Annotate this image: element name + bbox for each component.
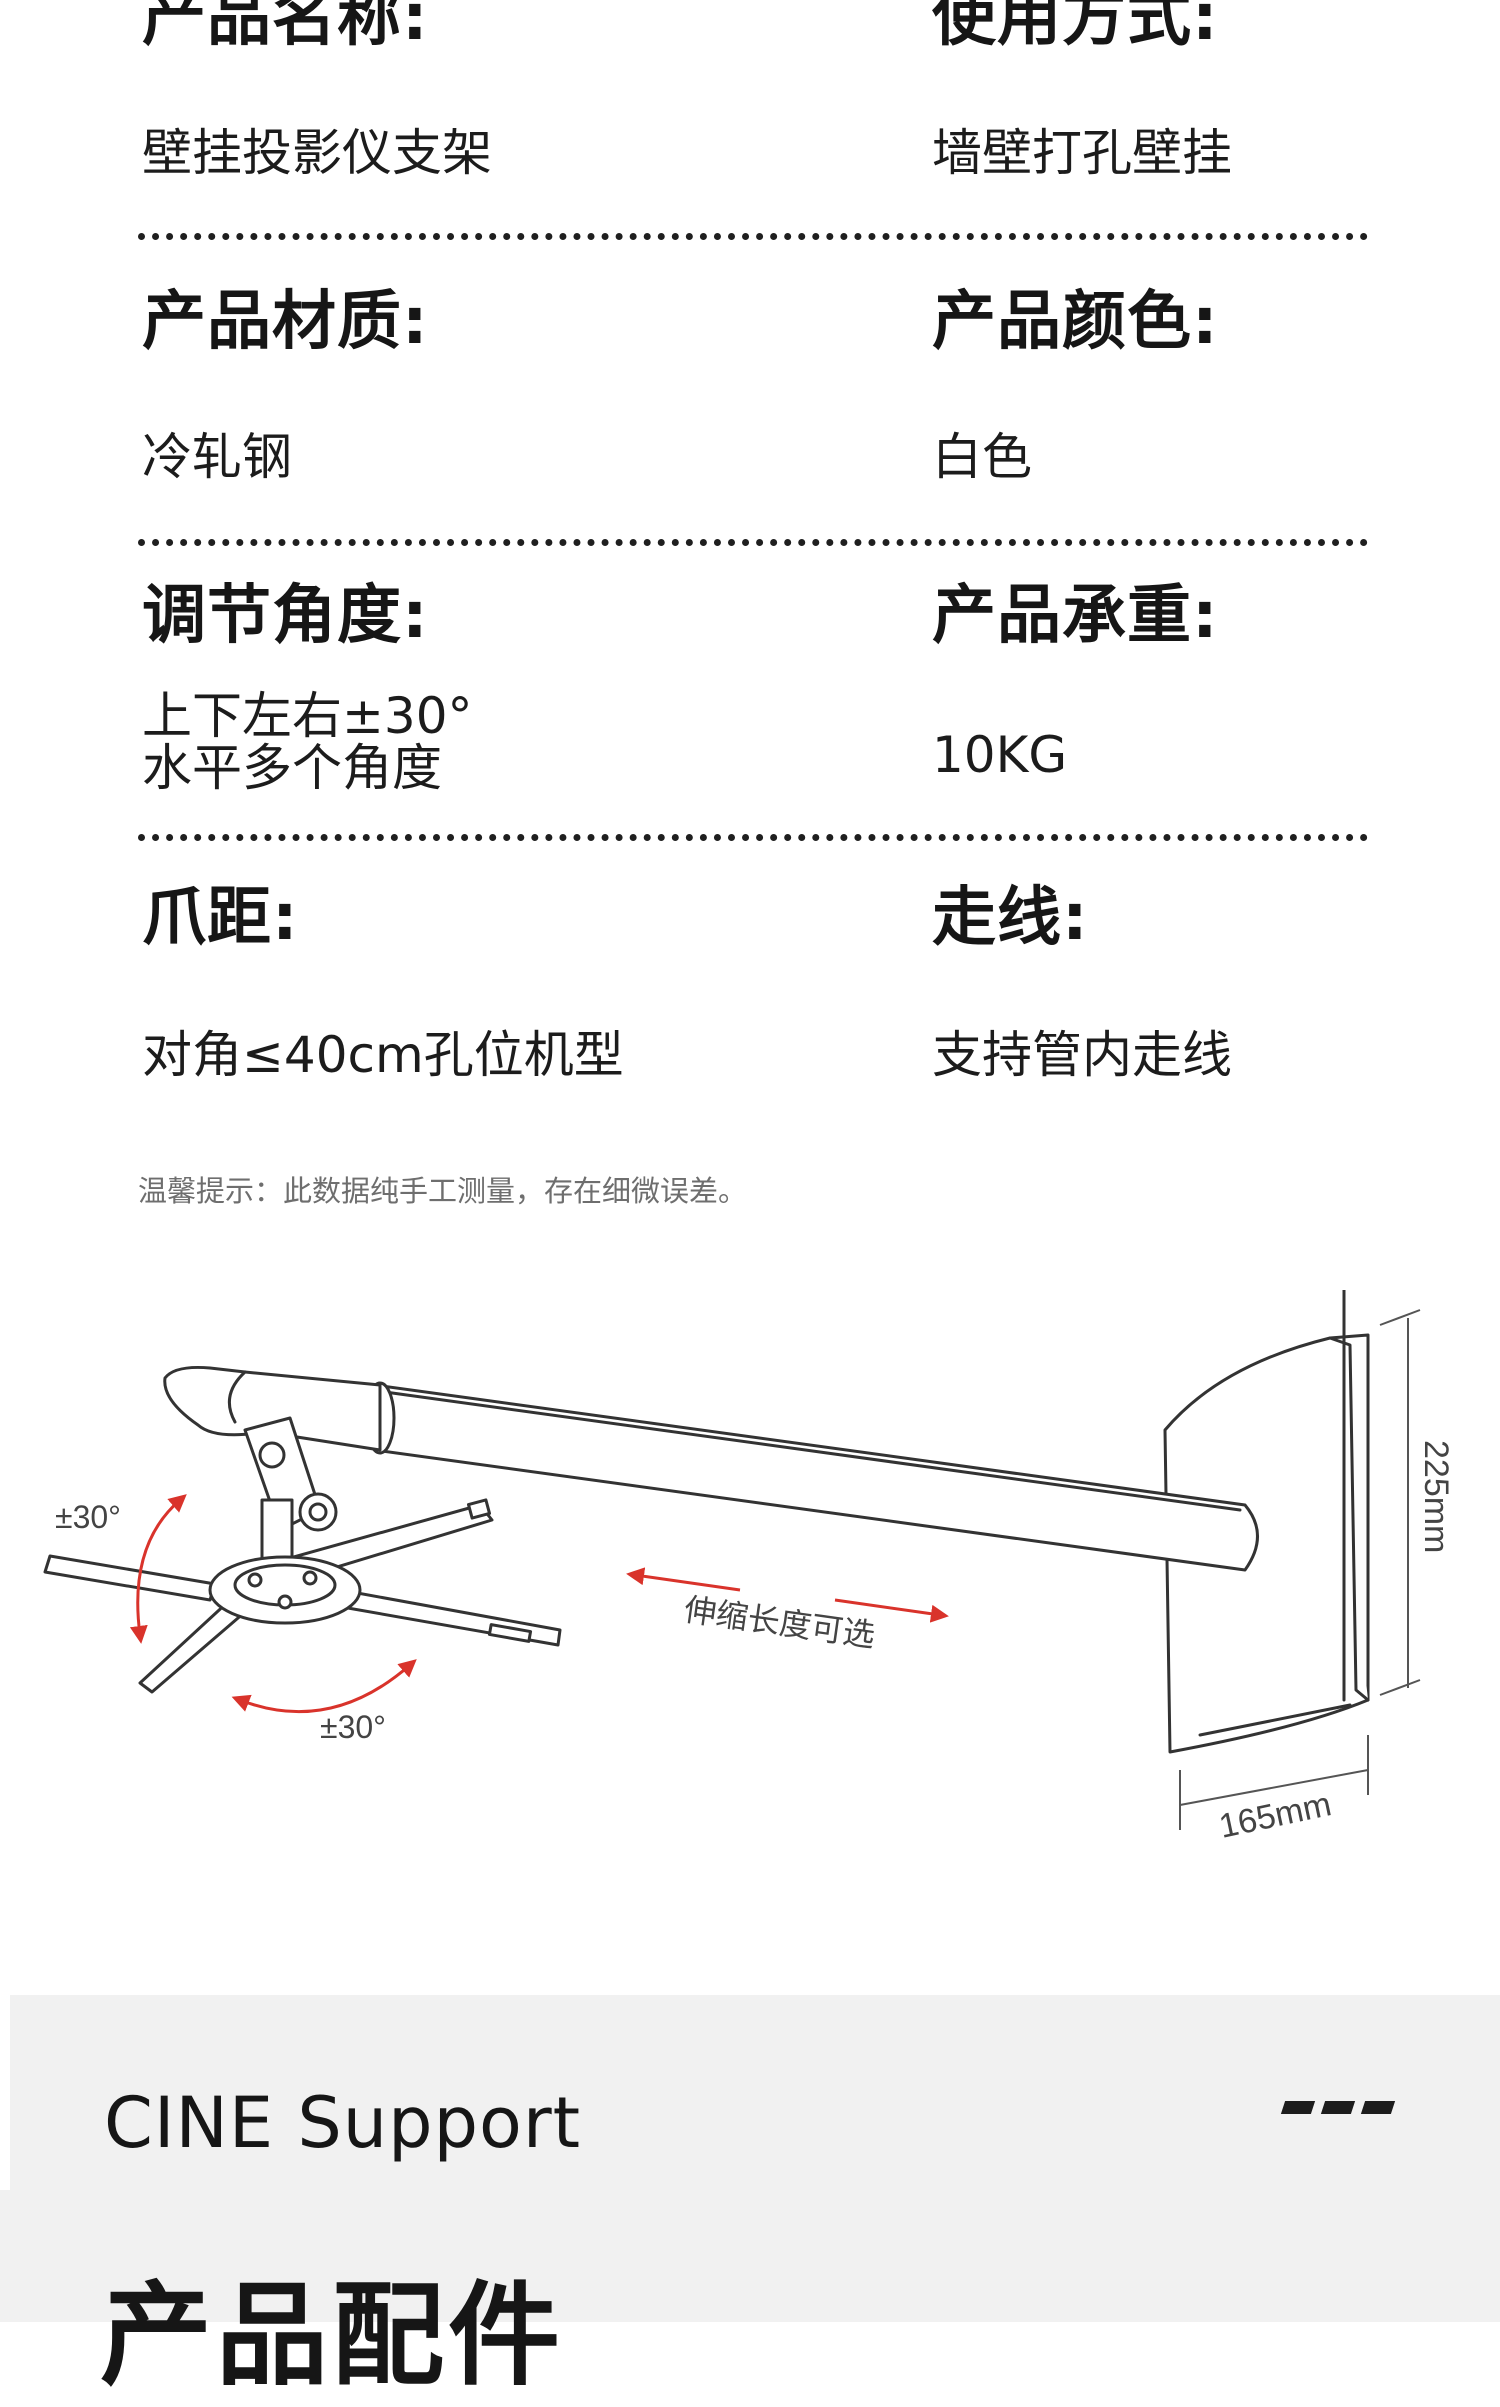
spec-label-usage: 使用方式: xyxy=(932,0,1219,55)
divider-2 xyxy=(138,539,1368,546)
spec-label-angle: 调节角度: xyxy=(142,579,429,653)
spec-label-claw-distance: 爪距: xyxy=(142,881,299,955)
spec-value-angle: 上下左右±30° 水平多个角度 xyxy=(142,690,473,794)
height-dimension-label: 225mm xyxy=(1417,1440,1455,1553)
footer-panel-edge xyxy=(0,2190,10,2322)
measurement-tip: 温馨提示：此数据纯手工测量，存在细微误差。 xyxy=(138,1174,748,1208)
spec-value-usage: 墙壁打孔壁挂 xyxy=(932,124,1232,182)
spec-label-product-name: 产品名称: xyxy=(142,0,429,55)
dash-decoration xyxy=(1280,2099,1403,2118)
spec-label-color: 产品颜色: xyxy=(932,285,1219,359)
spec-value-load: 10KG xyxy=(932,726,1068,784)
divider-1 xyxy=(138,233,1368,240)
spec-value-color: 白色 xyxy=(932,428,1032,486)
spec-value-claw-distance: 对角≤40cm孔位机型 xyxy=(142,1026,624,1084)
length-label: 伸缩长度可选 xyxy=(682,1590,877,1654)
spec-value-angle-line-2: 水平多个角度 xyxy=(142,739,442,797)
angle-left-label: ±30° xyxy=(55,1499,121,1535)
footer-panel xyxy=(10,1995,1500,2322)
spec-value-product-name: 壁挂投影仪支架 xyxy=(142,124,492,182)
spec-value-angle-line-1: 上下左右±30° xyxy=(142,687,473,745)
spec-label-wiring: 走线: xyxy=(932,881,1089,955)
dimension-lines xyxy=(1179,1309,1421,1830)
adjustment-arrows xyxy=(129,1494,949,1714)
spec-label-material: 产品材质: xyxy=(142,285,429,359)
divider-3 xyxy=(138,834,1368,841)
product-diagram: ±30° ±30° 伸缩长度可选 225mm 165mm xyxy=(43,1290,1455,1846)
angle-bottom-label: ±30° xyxy=(320,1709,386,1745)
spec-value-wiring: 支持管内走线 xyxy=(932,1026,1232,1084)
brand-name: CINE Support xyxy=(104,2082,582,2164)
section-title-accessories: 产品配件 xyxy=(100,2271,564,2401)
spec-label-load: 产品承重: xyxy=(932,579,1219,653)
spec-value-material: 冷轧钢 xyxy=(142,428,292,486)
bracket-drawing xyxy=(43,1290,1370,1754)
